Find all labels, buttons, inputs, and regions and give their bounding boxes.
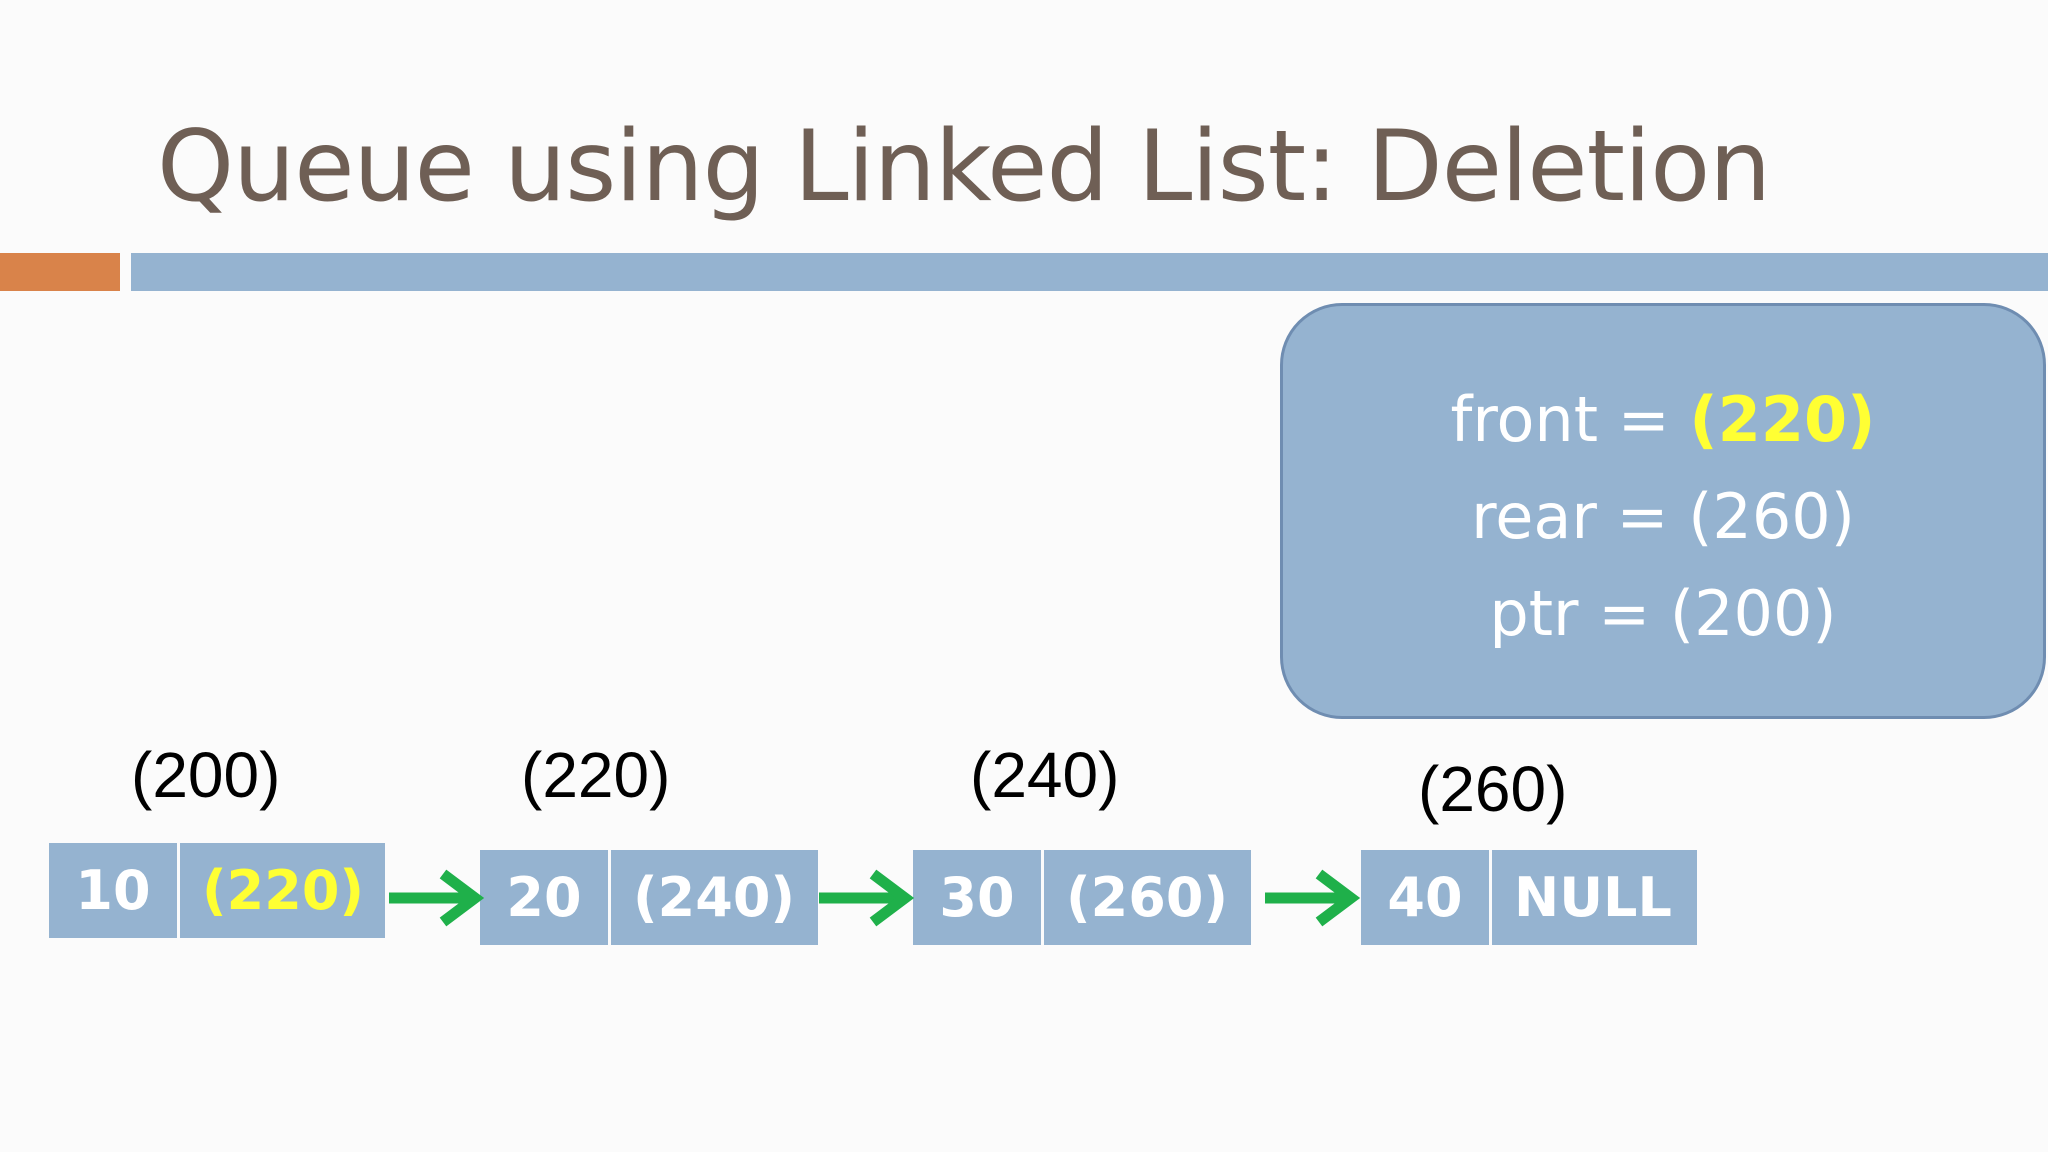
ptr-variable: ptr = (200) [1489,577,1837,650]
node-data-cell: 20 [480,850,608,945]
pointer-variables-box: front = (220) rear = (260) ptr = (200) [1280,303,2046,719]
node-address: (220) [521,739,671,811]
next-arrow-icon [1265,869,1361,927]
rear-variable: rear = (260) [1471,480,1855,553]
title-rule-bar [131,253,2048,291]
node-next-cell: NULL [1492,850,1697,945]
front-label: front = [1450,383,1690,456]
node-next-cell: (240) [611,850,818,945]
title-accent-bar [0,253,120,291]
node-data-cell: 30 [913,850,1041,945]
node-next-cell: (220) [180,843,385,938]
node-data-cell: 10 [49,843,177,938]
front-variable: front = (220) [1283,389,2043,451]
node-address: (260) [1418,753,1568,825]
node-address: (200) [131,739,281,811]
slide-title: Queue using Linked List: Deletion [157,110,1771,224]
next-arrow-icon [389,869,485,927]
next-arrow-icon [819,869,915,927]
front-value: (220) [1689,383,1876,456]
node-address: (240) [970,739,1120,811]
node-next-cell: (260) [1044,850,1251,945]
node-data-cell: 40 [1361,850,1489,945]
